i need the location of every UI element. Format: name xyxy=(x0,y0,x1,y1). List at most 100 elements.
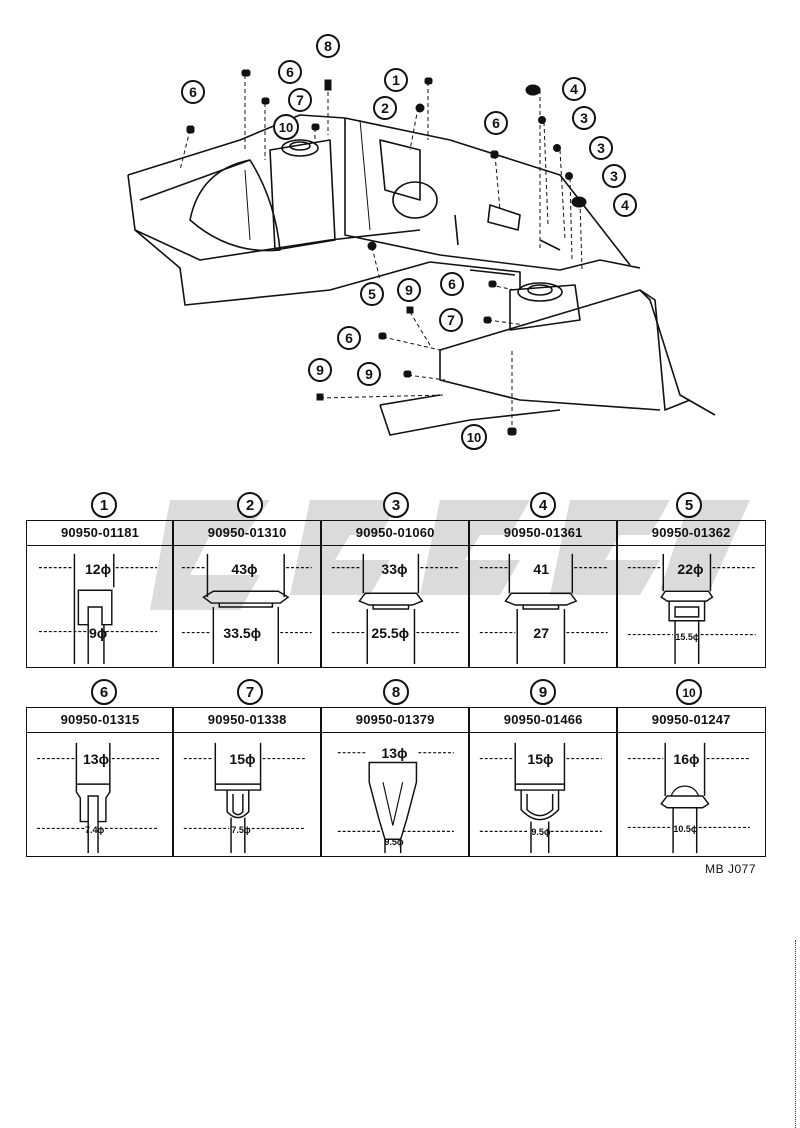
callout-4: 4 xyxy=(562,77,586,101)
clip-profile-5 xyxy=(628,553,757,665)
clip-number-5: 5 xyxy=(676,492,702,518)
diagram-code: MB J077 xyxy=(705,862,756,876)
part-number: 90950-01181 xyxy=(27,521,173,546)
bottom-diameter: 9ϕ xyxy=(89,625,108,641)
clip-number-6: 6 xyxy=(91,679,117,705)
top-diameter: 43ϕ xyxy=(231,561,258,577)
bottom-diameter: 25.5ϕ xyxy=(371,625,410,641)
clip-profile-1 xyxy=(39,553,158,665)
clip-cell-1: 90950-01181 12ϕ 9ϕ xyxy=(26,520,174,668)
clip-number-10: 10 xyxy=(676,679,702,705)
svg-text:6: 6 xyxy=(492,115,500,131)
clip-number-3: 3 xyxy=(383,492,409,518)
clip-cell-5: 90950-01362 22ϕ 15.5ϕ xyxy=(616,520,766,668)
callout-10: 10 xyxy=(273,114,299,140)
svg-text:9: 9 xyxy=(405,282,413,298)
bottom-diameter: 15.5ϕ xyxy=(675,632,700,642)
page-edge-dotted xyxy=(795,940,796,1128)
callout-6: 6 xyxy=(278,60,302,84)
clip-cell-10: 90950-01247 16ϕ 10.5ϕ xyxy=(616,707,766,857)
svg-text:7: 7 xyxy=(447,312,455,328)
front-apron xyxy=(439,289,691,411)
clip-number-1: 1 xyxy=(91,492,117,518)
part-number: 90950-01338 xyxy=(173,708,321,733)
dash-panel xyxy=(344,118,641,271)
clip-profile-2 xyxy=(182,553,313,665)
clip-number-8: 8 xyxy=(383,679,409,705)
clip-number-2: 2 xyxy=(237,492,263,518)
bottom-diameter: 9.5ϕ xyxy=(531,827,551,837)
part-number: 90950-01310 xyxy=(173,521,321,546)
callout-5: 5 xyxy=(360,282,384,306)
callout-3: 3 xyxy=(572,106,596,130)
clip-cell-8: 90950-01379 13ϕ 9.5ϕ xyxy=(320,707,470,857)
clip-profile-4 xyxy=(480,553,609,665)
callout-1: 1 xyxy=(384,68,408,92)
top-diameter: 15ϕ xyxy=(527,751,554,767)
clip-number-9: 9 xyxy=(530,679,556,705)
callout-2: 2 xyxy=(373,96,397,120)
callout-7: 7 xyxy=(288,88,312,112)
svg-text:10: 10 xyxy=(467,430,481,445)
clip-cell-4: 90950-01361 41 27 xyxy=(468,520,618,668)
top-diameter: 33ϕ xyxy=(381,561,408,577)
svg-text:6: 6 xyxy=(189,84,197,100)
svg-text:1: 1 xyxy=(392,72,400,88)
callout-7: 7 xyxy=(439,308,463,332)
clip-cell-9: 90950-01466 15ϕ 9.5ϕ xyxy=(468,707,618,857)
svg-text:6: 6 xyxy=(448,276,456,292)
clip-cell-2: 90950-01310 43ϕ 33.5ϕ xyxy=(172,520,322,668)
bottom-diameter: 10.5ϕ xyxy=(673,824,698,834)
bottom-diameter: 33.5ϕ xyxy=(223,625,262,641)
top-diameter: 13ϕ xyxy=(381,745,408,761)
clip-cell-6: 90950-01315 13ϕ 7.4ϕ xyxy=(26,707,174,857)
strut-tower xyxy=(269,139,336,251)
callout-10: 10 xyxy=(461,424,487,450)
part-number: 90950-01361 xyxy=(469,521,617,546)
top-diameter: 15ϕ xyxy=(229,751,256,767)
bottom-diameter: 7.4ϕ xyxy=(85,825,105,835)
clip-profile-8 xyxy=(338,752,455,854)
svg-text:3: 3 xyxy=(580,110,588,126)
top-diameter: 22ϕ xyxy=(677,561,704,577)
body-panel-illustration: 6 7 6 8 10 1 2 4 3 6 3 3 4 5 6 9 7 6 9 9… xyxy=(127,34,716,450)
svg-text:5: 5 xyxy=(368,286,376,302)
clip-profile-10 xyxy=(628,742,751,854)
clip-cell-3: 90950-01060 33ϕ 25.5ϕ xyxy=(320,520,470,668)
svg-text:10: 10 xyxy=(279,120,293,135)
clip-profile-3 xyxy=(332,553,461,665)
callout-6: 6 xyxy=(484,111,508,135)
wheel-well xyxy=(189,159,281,252)
callout-3: 3 xyxy=(602,164,626,188)
part-number: 90950-01379 xyxy=(321,708,469,733)
clip-profile-7 xyxy=(184,742,307,854)
floor-pan-outline xyxy=(127,174,521,306)
clip-profile-6 xyxy=(37,742,160,854)
clip-table-row-1: 90950-01181 12ϕ 9ϕ 90950-01310 xyxy=(26,520,766,668)
clip-cell-7: 90950-01338 15ϕ 7.5ϕ xyxy=(172,707,322,857)
callout-3: 3 xyxy=(589,136,613,160)
callout-9: 9 xyxy=(397,278,421,302)
callout-9: 9 xyxy=(357,362,381,386)
clip-profile-9 xyxy=(480,742,603,854)
svg-text:3: 3 xyxy=(597,140,605,156)
callout-6: 6 xyxy=(337,326,361,350)
svg-text:4: 4 xyxy=(621,197,629,213)
top-diameter: 13ϕ xyxy=(83,751,110,767)
part-number: 90950-01362 xyxy=(617,521,765,546)
top-dimension: 41 xyxy=(533,561,549,577)
svg-text:3: 3 xyxy=(610,168,618,184)
part-number: 90950-01247 xyxy=(617,708,765,733)
svg-text:9: 9 xyxy=(365,366,373,382)
bottom-dimension: 27 xyxy=(533,625,549,641)
callout-4: 4 xyxy=(613,193,637,217)
callout-6: 6 xyxy=(440,272,464,296)
right-strut-tower xyxy=(509,284,581,331)
callout-9: 9 xyxy=(308,358,332,382)
part-number: 90950-01466 xyxy=(469,708,617,733)
clip-number-7: 7 xyxy=(237,679,263,705)
svg-text:6: 6 xyxy=(286,64,294,80)
bottom-diameter: 7.5ϕ xyxy=(231,825,251,835)
top-diameter: 12ϕ xyxy=(85,561,112,577)
bottom-diameter: 9.5ϕ xyxy=(384,837,404,847)
